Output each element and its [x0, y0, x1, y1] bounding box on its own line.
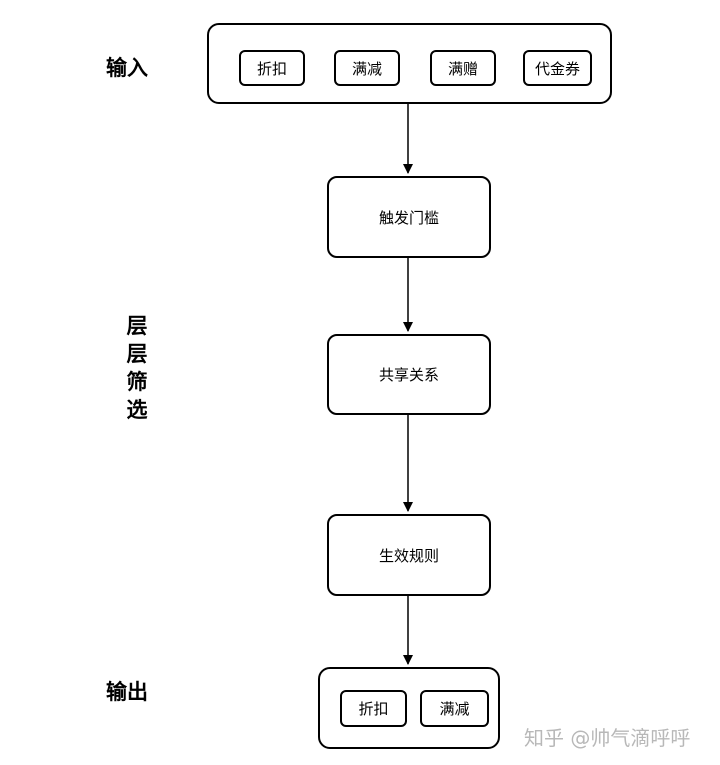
output-label: 输出: [106, 680, 148, 704]
step-threshold: 触发门槛: [327, 176, 491, 258]
input-item-full-gift: 满赠: [430, 50, 496, 86]
step-sharing: 共享关系: [327, 334, 491, 415]
input-item-discount: 折扣: [239, 50, 305, 86]
input-item-full-reduction: 满减: [334, 50, 400, 86]
watermark: 知乎 @帅气滴呼呼: [524, 726, 691, 750]
output-item-discount: 折扣: [340, 690, 407, 727]
output-item-full-reduction: 满减: [420, 690, 489, 727]
filter-label: 层层筛选: [126, 314, 148, 422]
step-rules: 生效规则: [327, 514, 491, 596]
input-label: 输入: [106, 56, 148, 80]
input-item-voucher: 代金券: [523, 50, 592, 86]
